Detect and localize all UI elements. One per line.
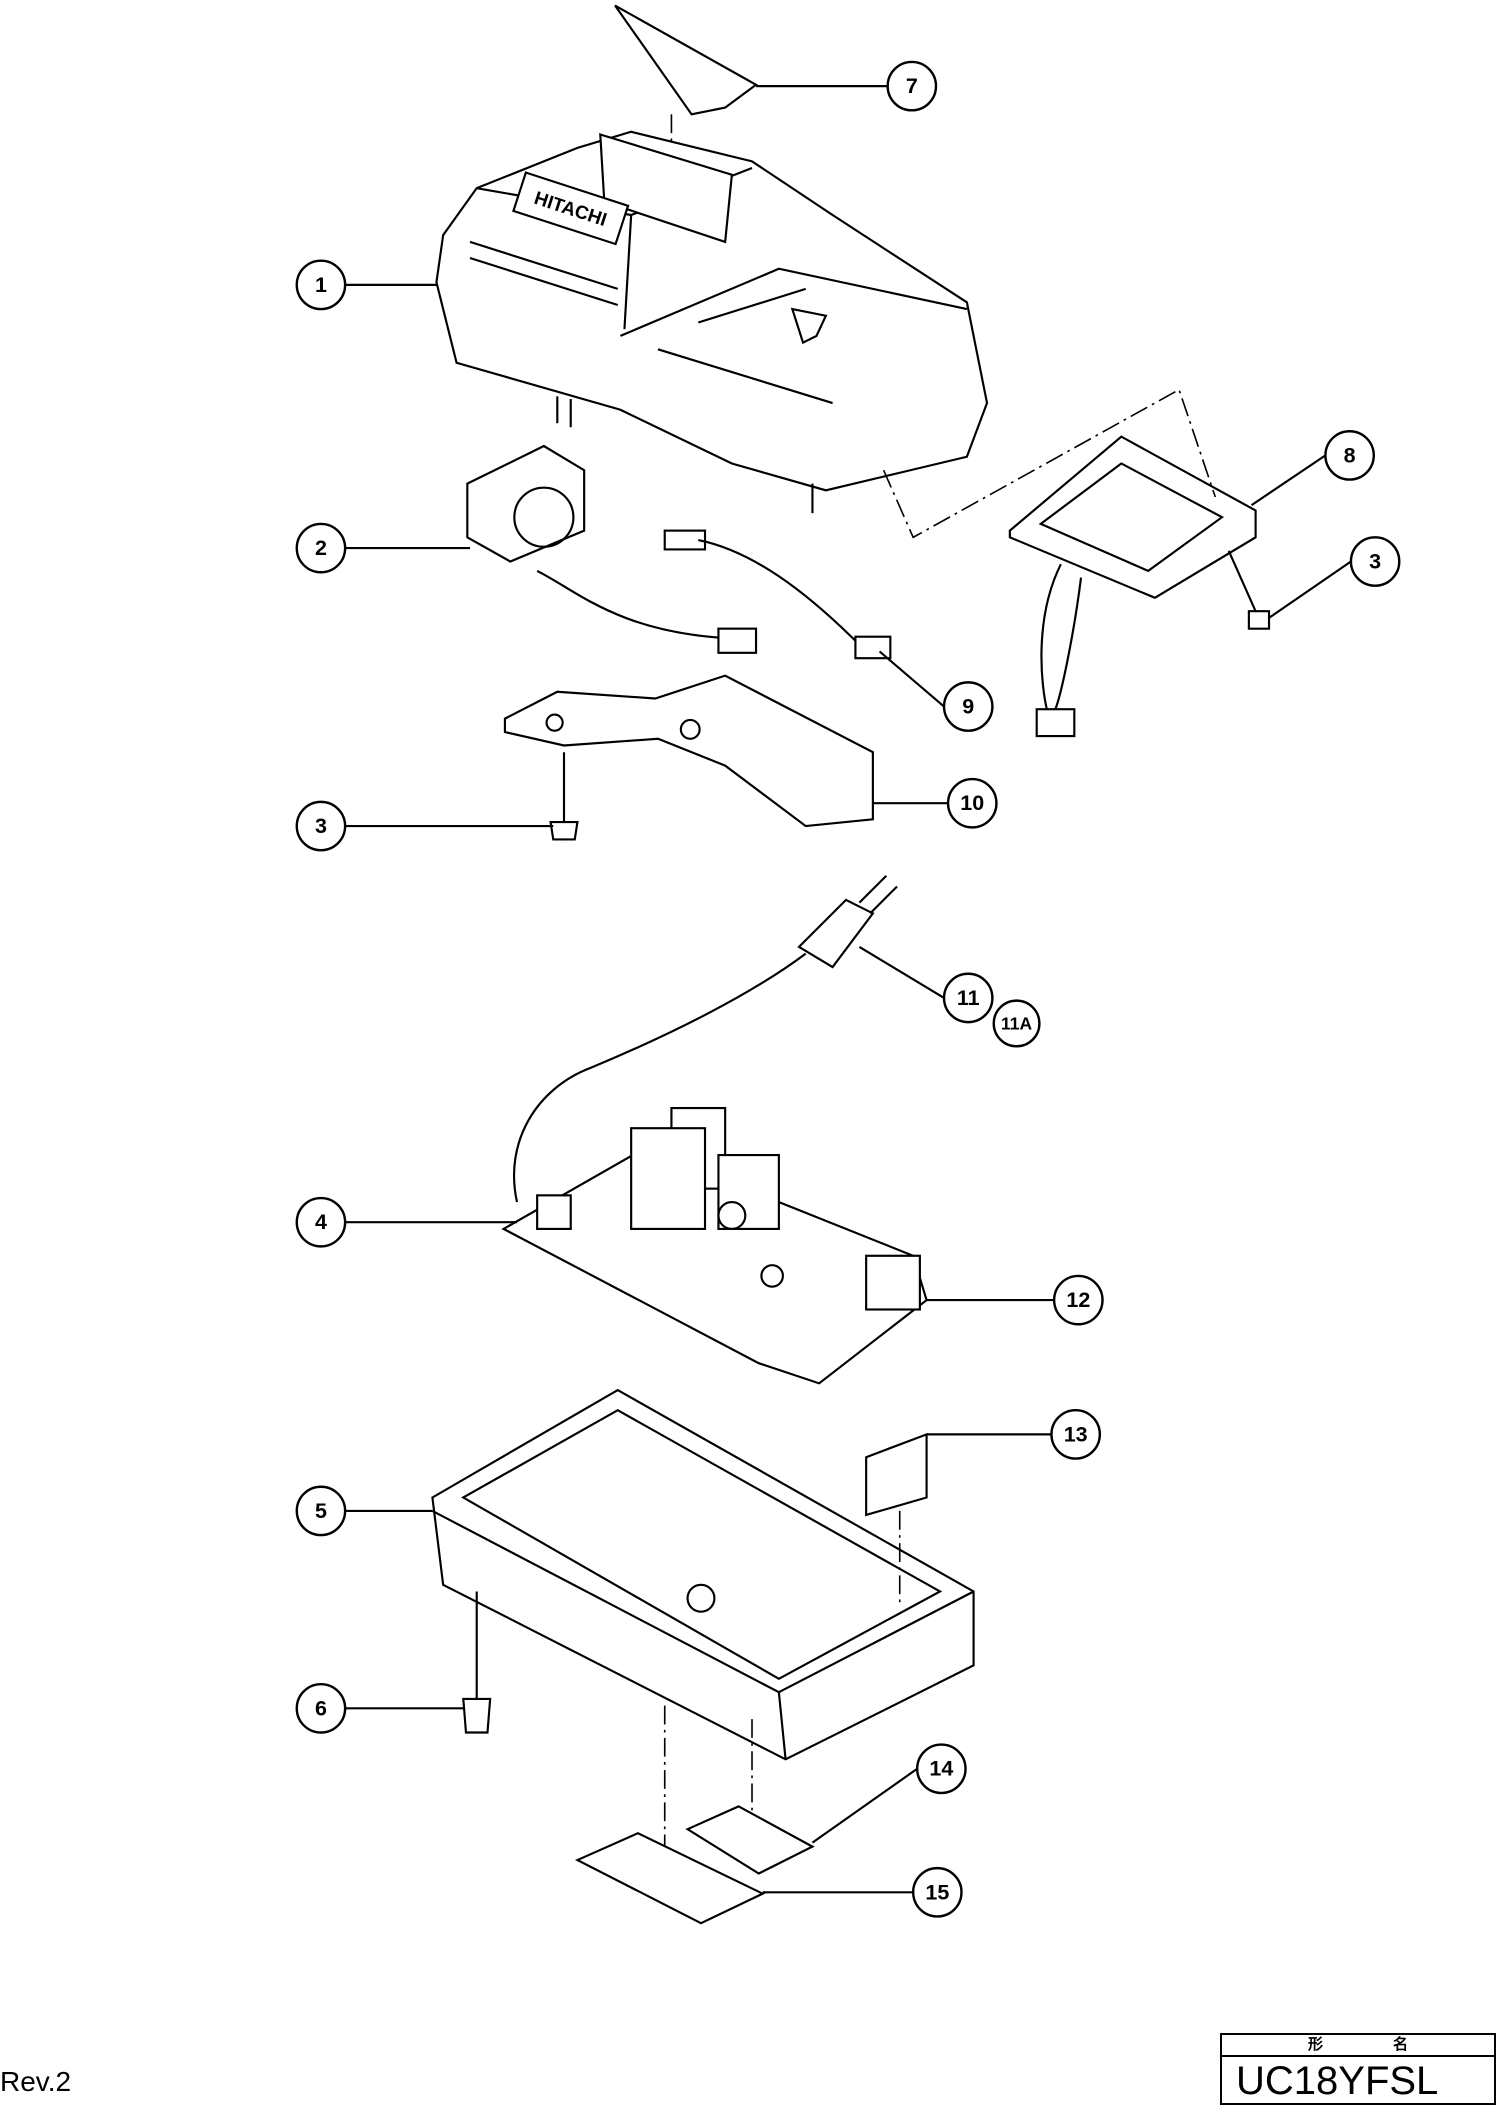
part-10-bracket — [503, 674, 874, 828]
part-11-cord — [512, 874, 898, 1203]
callout-6: 6 — [295, 1682, 347, 1734]
svg-text:10: 10 — [960, 791, 984, 815]
part-12-pcb — [501, 1106, 928, 1385]
part-3-screw-left — [549, 820, 579, 841]
part-14-label — [685, 1805, 815, 1875]
model-number: UC18YFSL — [1236, 2059, 1439, 2103]
svg-text:4: 4 — [315, 1210, 327, 1234]
callout-12: 12 — [1052, 1274, 1104, 1326]
callout-3-left: 3 — [295, 800, 347, 852]
svg-text:3: 3 — [1369, 550, 1381, 574]
callout-2: 2 — [295, 522, 347, 574]
callout-3-right: 3 — [1349, 536, 1401, 587]
svg-text:11A: 11A — [1001, 1013, 1032, 1033]
svg-text:1: 1 — [315, 273, 327, 297]
title-block: 形 名 UC18YFSL — [1220, 2033, 1496, 2105]
svg-text:14: 14 — [929, 1757, 953, 1781]
leader-lines — [345, 85, 1352, 1894]
svg-text:9: 9 — [962, 695, 974, 719]
svg-text:8: 8 — [1344, 443, 1356, 467]
callout-13: 13 — [1050, 1408, 1102, 1460]
part-9-harness — [663, 529, 892, 660]
part-6-screw — [462, 1697, 492, 1734]
title-block-header-right: 名 — [1393, 2036, 1409, 2053]
svg-text:5: 5 — [315, 1499, 327, 1523]
callout-5: 5 — [295, 1485, 347, 1537]
callout-1: 1 — [295, 259, 347, 311]
svg-text:7: 7 — [906, 74, 918, 98]
svg-text:2: 2 — [315, 536, 327, 560]
callout-7: 7 — [886, 60, 938, 112]
callout-4: 4 — [295, 1196, 347, 1248]
callout-11a: 11A — [992, 999, 1041, 1048]
svg-text:3: 3 — [315, 814, 327, 838]
part-7-label — [614, 4, 759, 116]
part-15-label — [574, 1832, 766, 1925]
revision-label: Rev.2 — [0, 2066, 72, 2097]
part-5-lower-case — [431, 1388, 975, 1761]
part-2-fan — [466, 444, 758, 654]
svg-text:13: 13 — [1064, 1422, 1088, 1446]
callout-11: 11 — [942, 972, 994, 1024]
svg-text:6: 6 — [315, 1696, 327, 1720]
svg-text:15: 15 — [925, 1880, 949, 1904]
part-1-upper-case: HITACHI — [435, 130, 989, 514]
title-block-header: 形 名 — [1222, 2035, 1494, 2057]
callout-15: 15 — [911, 1866, 963, 1918]
svg-text:11: 11 — [957, 986, 980, 1010]
callout-10: 10 — [946, 777, 998, 829]
svg-text:12: 12 — [1066, 1288, 1090, 1312]
part-13-label — [865, 1432, 928, 1517]
callout-9: 9 — [942, 681, 994, 732]
callout-14: 14 — [915, 1743, 967, 1795]
callout-8: 8 — [1324, 430, 1375, 481]
part-8-terminal — [1008, 435, 1257, 738]
title-block-header-left: 形 — [1307, 2036, 1323, 2053]
